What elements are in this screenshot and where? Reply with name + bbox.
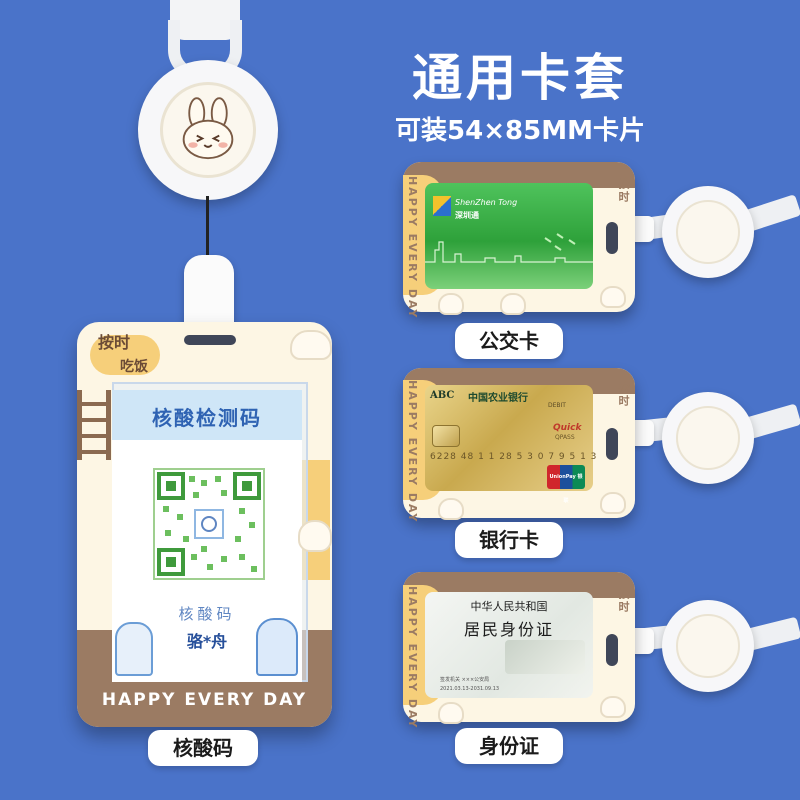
label-bank-card: 银行卡 [455, 522, 563, 558]
bunny-icon [500, 293, 526, 315]
lanyard-slot [184, 335, 236, 345]
bunny-icon [438, 702, 464, 724]
great-wall-icon [505, 640, 585, 674]
corner-note: 按时 [617, 588, 630, 614]
bank-name: 中国农业银行 [468, 393, 528, 404]
reel-cord [206, 196, 209, 260]
holder-name: 骆*舟 [186, 632, 228, 651]
bunny-icon [600, 696, 626, 718]
bunny-icon [600, 286, 626, 308]
holder-slogan-vertical: HAPPY EVERY DAY [406, 586, 419, 730]
label-bus-card: 公交卡 [455, 323, 563, 359]
note-text-line1: 按时 [98, 333, 131, 352]
bunny-icon [290, 330, 332, 360]
bank-card-number: 6228 48 1 1 28 5 3 0 7 9 5 1 3 [430, 452, 598, 462]
nucleic-card-title: 核酸检测码 [152, 406, 262, 430]
bus-card-logo-text: ShenZhen Tong [455, 198, 518, 207]
lanyard-slot [606, 428, 618, 460]
medic-figure-icon [256, 618, 298, 676]
bunny-icon [438, 498, 464, 520]
lanyard-slot [606, 634, 618, 666]
bank-card-type: DEBIT [548, 402, 566, 409]
id-card-validity: 2021.03.13-2031.09.13 [440, 686, 500, 692]
quickpass-sub: QPASS [555, 434, 575, 441]
subheadline: 可装54×85MM卡片 [395, 116, 645, 146]
holder-slogan: HAPPY EVERY DAY [101, 690, 308, 710]
bunny-icon [438, 293, 464, 315]
label-nucleic-code: 核酸码 [148, 730, 258, 766]
nucleic-card-header [112, 390, 302, 440]
lanyard-slot [606, 222, 618, 254]
medic-figure-icon [115, 622, 153, 676]
bunny-badge-icon [676, 614, 740, 678]
corner-note: 按时 [617, 382, 630, 408]
bunny-badge-icon [676, 406, 740, 470]
id-card-title: 居民身份证 [463, 620, 554, 639]
holder-slogan-vertical: HAPPY EVERY DAY [406, 380, 419, 524]
bank-abc-logo: ABC [430, 390, 455, 401]
bunny-icon [298, 520, 332, 552]
qr-caption: 核酸码 [178, 605, 236, 623]
id-card-authority: 签发机关 ×××公安局 [440, 677, 490, 683]
bunny-icon [600, 492, 626, 514]
ladder-decor [77, 390, 111, 460]
bus-card [425, 183, 593, 289]
bunny-badge-icon [676, 200, 740, 264]
bunny-badge-icon [160, 82, 256, 178]
decor-yellow-blob [90, 335, 160, 375]
unionpay-logo: UnionPay 银联 [547, 465, 585, 504]
bus-card-logo-name: 深圳通 [455, 211, 479, 220]
city-skyline-icon [425, 233, 593, 263]
chip-icon [432, 425, 460, 447]
holder-slogan-vertical: HAPPY EVERY DAY [406, 176, 419, 320]
id-card-country: 中华人民共和国 [470, 600, 548, 613]
quickpass-logo: Quick [553, 423, 582, 433]
note-text-line2: 吃饭 [120, 359, 148, 375]
qr-code-icon [153, 468, 265, 580]
label-id-card: 身份证 [455, 728, 563, 764]
bus-card-logo-icon [433, 196, 451, 216]
corner-note: 按时 [617, 178, 630, 204]
headline: 通用卡套 [412, 49, 628, 107]
